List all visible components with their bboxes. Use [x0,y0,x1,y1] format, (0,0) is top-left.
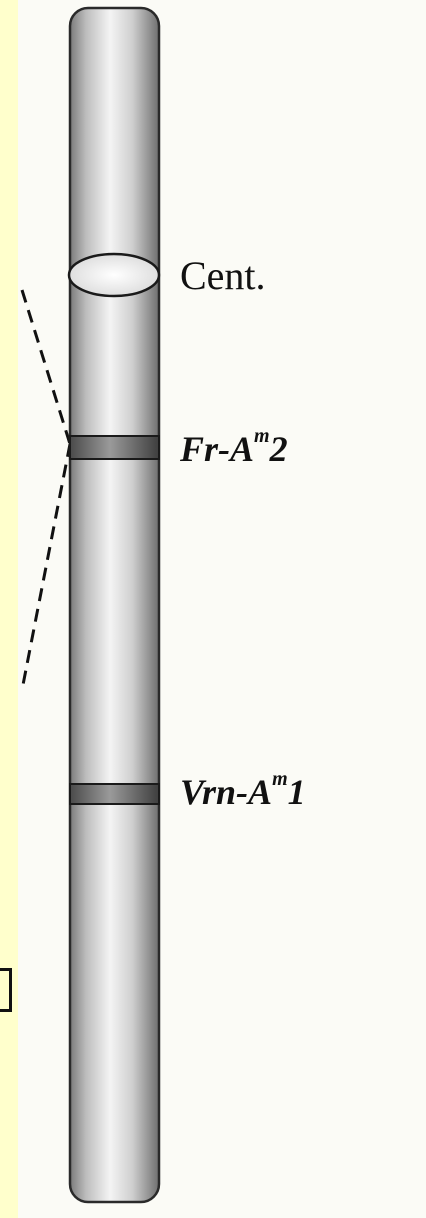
locus-vrn-name: Vrn-A [180,772,273,812]
band-fr [69,435,160,460]
locus-fr-name: Fr-A [180,429,255,469]
locus-fr-superscript: m [254,425,270,447]
locus-label-vrn: Vrn-Am1 [180,768,306,813]
dashed-connector-upper [20,289,72,445]
locus-label-fr: Fr-Am2 [180,425,288,470]
locus-vrn-superscript: m [272,768,288,790]
cropped-box-outline [0,968,12,1012]
band-vrn [69,783,160,805]
dashed-connector-lower [20,443,72,691]
chromosome-rod [68,6,161,1204]
centromere [67,252,161,298]
locus-vrn-suffix: 1 [287,772,306,812]
locus-fr-suffix: 2 [269,429,288,469]
centromere-label: Cent. [180,253,266,298]
